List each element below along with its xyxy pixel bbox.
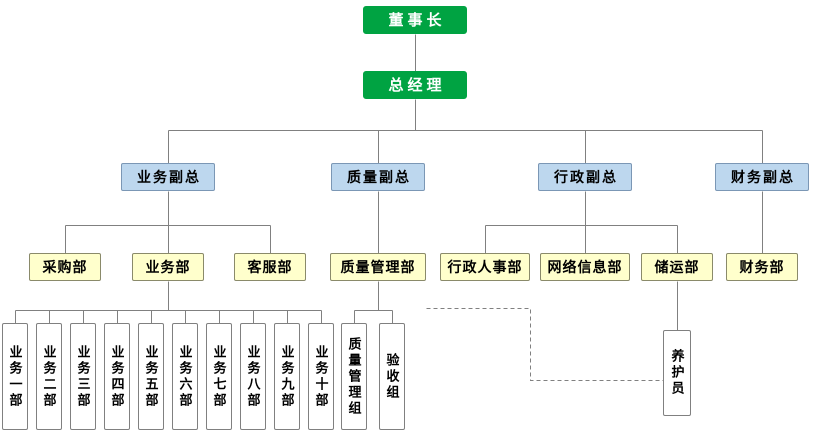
node-business-unit-4: 业务四部	[104, 323, 130, 430]
node-customer-service-dept: 客服部	[234, 253, 306, 281]
solid-connectors	[15, 34, 763, 331]
node-network-info-dept: 网络信息部	[540, 253, 630, 281]
node-business-unit-1: 业务一部	[2, 323, 28, 430]
node-storage-transport-dept: 储运部	[641, 253, 713, 281]
node-vp-quality: 质量副总	[331, 163, 425, 191]
node-chairman: 董事长	[363, 6, 467, 34]
node-business-unit-6: 业务六部	[172, 323, 198, 430]
dashed-connector	[426, 308, 664, 381]
node-finance-dept: 财务部	[726, 253, 798, 281]
node-vp-finance: 财务副总	[715, 163, 809, 191]
node-acceptance-group: 验收组	[379, 323, 405, 430]
node-business-unit-9: 业务九部	[274, 323, 300, 430]
node-business-unit-2: 业务二部	[36, 323, 62, 430]
node-purchasing-dept: 采购部	[29, 253, 101, 281]
node-admin-hr-dept: 行政人事部	[440, 253, 530, 281]
node-business-unit-5: 业务五部	[138, 323, 164, 430]
node-general-manager: 总经理	[363, 71, 467, 99]
node-maintenance-staff: 养护员	[663, 330, 691, 416]
node-business-unit-3: 业务三部	[70, 323, 96, 430]
node-vp-admin: 行政副总	[538, 163, 632, 191]
node-quality-mgmt-group: 质量管理组	[341, 323, 367, 430]
node-business-unit-10: 业务十部	[308, 323, 334, 430]
node-business-unit-7: 业务七部	[206, 323, 232, 430]
node-business-unit-8: 业务八部	[240, 323, 266, 430]
node-quality-mgmt-dept: 质量管理部	[330, 253, 426, 281]
node-business-dept: 业务部	[132, 253, 204, 281]
node-vp-business: 业务副总	[121, 163, 215, 191]
